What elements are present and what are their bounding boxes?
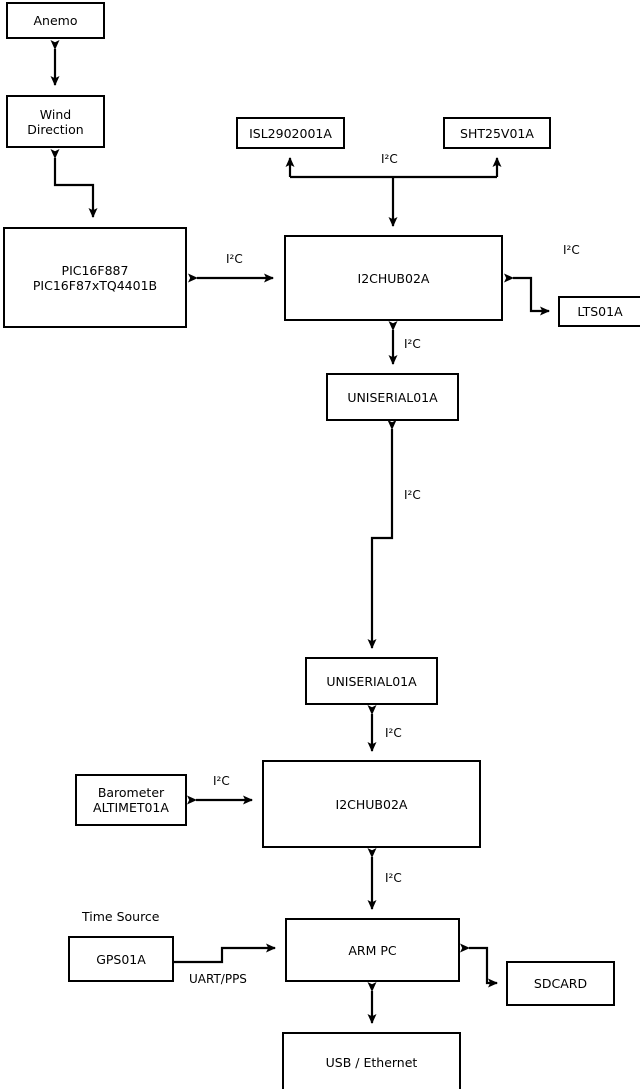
edge-label-i2c-hub2-armpc: I²C bbox=[385, 871, 402, 885]
edge-label-uart-pps: UART/PPS bbox=[189, 972, 247, 986]
edge-label-i2c-hub-lts: I²C bbox=[563, 243, 580, 257]
node-anemo[interactable]: Anemo bbox=[6, 2, 105, 39]
node-wind-direction-label: Wind Direction bbox=[27, 106, 84, 137]
node-i2chub02a-top[interactable]: I2CHUB02A bbox=[284, 235, 503, 321]
node-sdcard-label: SDCARD bbox=[533, 976, 588, 991]
node-uniserial01a-top-label: UNISERIAL01A bbox=[347, 389, 438, 405]
edge-armpc-sdcard bbox=[460, 943, 498, 988]
edge-pic-wind bbox=[50, 149, 98, 218]
edge-label-i2c-barometer-hub2: I²C bbox=[213, 774, 230, 788]
node-uniserial01a-bottom[interactable]: UNISERIAL01A bbox=[305, 657, 438, 705]
node-isl2902001a-label: ISL2902001A bbox=[249, 125, 332, 141]
node-pic-mcu-label: PIC16F887 PIC16F87xTQ4401B bbox=[32, 262, 158, 293]
node-barometer-altimet01a[interactable]: Barometer ALTIMET01A bbox=[75, 774, 187, 826]
node-arm-pc-label: ARM PC bbox=[348, 942, 397, 958]
node-barometer-altimet01a-label: Barometer ALTIMET01A bbox=[93, 785, 169, 815]
node-usb-ethernet-label: USB / Ethernet bbox=[325, 1054, 418, 1070]
node-sdcard[interactable]: SDCARD bbox=[506, 961, 615, 1006]
node-arm-pc[interactable]: ARM PC bbox=[285, 918, 460, 982]
node-uniserial01a-bottom-label: UNISERIAL01A bbox=[326, 673, 417, 689]
node-i2chub02a-top-label: I2CHUB02A bbox=[357, 270, 430, 286]
edge-label-i2c-uniserial-link: I²C bbox=[404, 488, 421, 502]
node-anemo-label: Anemo bbox=[33, 13, 78, 28]
edge-label-i2c-hub-uniserial: I²C bbox=[404, 337, 421, 351]
edge-label-i2c-uniserial-hub2: I²C bbox=[385, 726, 402, 740]
node-i2chub02a-bottom-label: I2CHUB02A bbox=[335, 796, 408, 812]
node-lts01a-label: LTS01A bbox=[577, 304, 623, 319]
node-sht25v01a[interactable]: SHT25V01A bbox=[443, 117, 551, 149]
node-pic-mcu[interactable]: PIC16F887 PIC16F87xTQ4401B bbox=[3, 227, 187, 328]
node-gps01a-label: GPS01A bbox=[96, 951, 146, 967]
edge-uniserial-link bbox=[367, 420, 397, 649]
node-isl2902001a[interactable]: ISL2902001A bbox=[236, 117, 345, 149]
node-gps01a[interactable]: GPS01A bbox=[68, 936, 174, 982]
node-uniserial01a-top[interactable]: UNISERIAL01A bbox=[326, 373, 459, 421]
node-lts01a[interactable]: LTS01A bbox=[558, 296, 640, 327]
node-i2chub02a-bottom[interactable]: I2CHUB02A bbox=[262, 760, 481, 848]
edge-hub-lts bbox=[504, 273, 550, 316]
annotation-time-source: Time Source bbox=[82, 909, 160, 924]
edge-gps-armpc bbox=[174, 943, 276, 964]
edge-label-i2c-pic-hub: I²C bbox=[226, 252, 243, 266]
edge-label-i2c-sensors-top: I²C bbox=[381, 152, 398, 166]
node-usb-ethernet[interactable]: USB / Ethernet bbox=[282, 1032, 461, 1089]
node-sht25v01a-label: SHT25V01A bbox=[460, 125, 534, 141]
node-wind-direction[interactable]: Wind Direction bbox=[6, 95, 105, 148]
